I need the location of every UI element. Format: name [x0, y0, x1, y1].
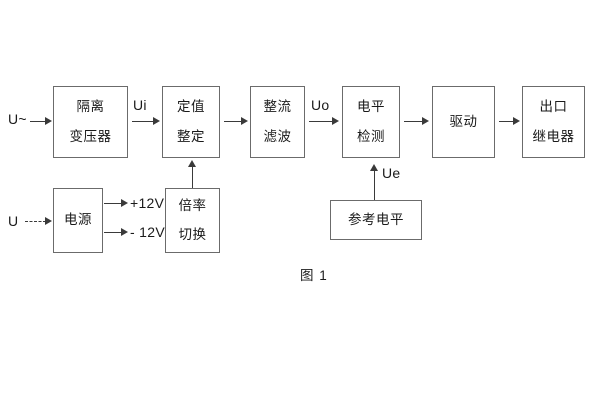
- signal-label-uo: Uo: [311, 97, 330, 113]
- block-ratio-switch-line2: 切换: [178, 227, 207, 242]
- arrowhead-reference-to-level: [370, 164, 378, 171]
- power-rail-label-positive: +12V: [130, 195, 165, 211]
- connector-ac-input: [30, 121, 46, 122]
- block-power-supply[interactable]: 电源: [53, 188, 103, 253]
- block-output-relay-line2: 继电器: [532, 128, 575, 144]
- connector-rail-positive: [104, 203, 122, 204]
- arrowhead-rail-positive: [121, 199, 128, 207]
- block-reference-level[interactable]: 参考电平: [330, 200, 422, 240]
- block-power-supply-line1: 电源: [64, 212, 92, 228]
- arrowhead-rail-negative: [121, 228, 128, 236]
- block-drive-line1: 驱动: [449, 113, 478, 129]
- block-level-detection[interactable]: 电平 检测: [342, 86, 400, 158]
- arrowhead-rectify-to-level: [332, 117, 339, 125]
- arrowhead-setting-to-rectify: [241, 117, 248, 125]
- connector-reference-to-level: [374, 170, 375, 200]
- block-reference-level-line1: 参考电平: [348, 211, 404, 227]
- block-ratio-switch-line1: 倍率: [178, 197, 207, 213]
- connector-drive-to-relay: [499, 121, 514, 122]
- block-isolation-transformer[interactable]: 隔离 变压器: [53, 86, 128, 158]
- signal-label-ui: Ui: [133, 97, 147, 113]
- block-ratio-switch[interactable]: 倍率 切换: [165, 188, 220, 253]
- arrowhead-dc-input: [45, 217, 52, 225]
- block-drive[interactable]: 驱动: [432, 86, 495, 158]
- block-level-detection-line1: 电平: [357, 99, 385, 115]
- connector-transformer-to-setting: [132, 121, 154, 122]
- power-rail-label-negative: - 12V: [130, 224, 165, 240]
- arrowhead-ratio-to-setting: [188, 160, 196, 167]
- connector-setting-to-rectify: [224, 121, 242, 122]
- block-setting-value-line1: 定值: [177, 99, 205, 115]
- arrowhead-ac-input: [45, 117, 52, 125]
- block-output-relay[interactable]: 出口 继电器: [522, 86, 585, 158]
- block-output-relay-line1: 出口: [539, 99, 568, 115]
- arrowhead-drive-to-relay: [513, 117, 520, 125]
- connector-rail-negative: [104, 232, 122, 233]
- figure-caption: 图 1: [300, 268, 328, 283]
- connector-rectify-to-level: [309, 121, 333, 122]
- block-rectify-filter[interactable]: 整流 滤波: [250, 86, 305, 158]
- block-level-detection-line2: 检测: [357, 128, 385, 144]
- connector-level-to-drive: [404, 121, 423, 122]
- block-rectify-filter-line2: 滤波: [263, 128, 292, 144]
- block-setting-value-line2: 整定: [177, 128, 205, 144]
- block-setting-value[interactable]: 定值 整定: [162, 86, 220, 158]
- connector-ratio-to-setting: [192, 166, 193, 188]
- arrowhead-transformer-to-setting: [153, 117, 160, 125]
- input-label-ac: U~: [8, 111, 27, 127]
- connector-dc-input: [25, 221, 46, 222]
- block-rectify-filter-line1: 整流: [263, 99, 292, 115]
- arrowhead-level-to-drive: [422, 117, 429, 125]
- input-label-dc: U: [8, 213, 19, 229]
- block-isolation-transformer-line1: 隔离: [76, 99, 105, 115]
- signal-label-ue: Ue: [382, 165, 401, 181]
- block-isolation-transformer-line2: 变压器: [69, 128, 112, 144]
